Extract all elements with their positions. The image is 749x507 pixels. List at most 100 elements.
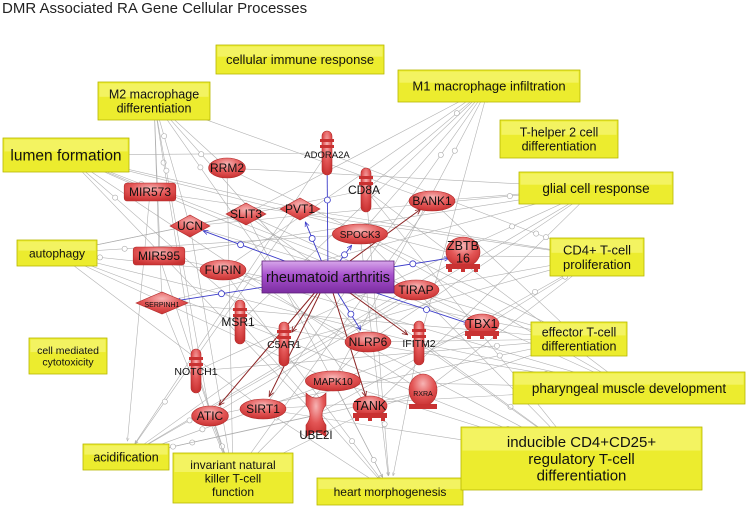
process-label: cytotoxicity: [42, 357, 94, 369]
process-label: T-helper 2 cell: [520, 126, 599, 140]
tf-foot: [493, 335, 497, 339]
edge-ra-sirt1: [269, 276, 329, 396]
edge-furin-m1-macrophage-infiltration: [222, 94, 477, 271]
process-label: invariant natural: [190, 458, 275, 472]
gene-ifitm2[interactable]: IFITM2: [402, 320, 436, 366]
gene-label: MSR1: [221, 315, 255, 329]
process-inducible-cd4-cd25-regulatory-t-cell-differentiation[interactable]: inducible CD4+CD25+regulatory T-celldiff…: [460, 426, 703, 491]
gene-shape: [408, 373, 438, 407]
edge-furin-inducible-cd4-cd25-regulatory-t-cell-differentiation: [222, 269, 568, 452]
process-glial-cell-response[interactable]: glial cell response: [518, 171, 674, 205]
edge-effect-marker: [409, 260, 417, 268]
gene-bank1[interactable]: BANK1: [408, 190, 456, 212]
gene-nlrp6[interactable]: NLRP6: [344, 331, 392, 353]
gene-slit3[interactable]: SLIT3: [225, 202, 267, 226]
gene-label: NLRP6: [349, 335, 388, 349]
edge-effect-marker: [323, 196, 331, 204]
tf-foot: [461, 268, 465, 272]
edge-effect-marker: [437, 151, 444, 158]
gene-shape: [408, 190, 456, 212]
gene-furin[interactable]: FURIN: [199, 259, 247, 281]
gene-sirt1[interactable]: SIRT1: [239, 398, 287, 420]
gene-shape: [305, 370, 361, 392]
process-box-highlight: [399, 71, 579, 83]
process-layer: cellular immune response M2 macrophagedif…: [2, 44, 746, 506]
gene-msr1[interactable]: MSR1: [221, 299, 255, 345]
receptor-band: [320, 145, 334, 148]
gene-rrm2[interactable]: RRM2: [208, 157, 246, 179]
process-label: acidification: [93, 451, 158, 465]
process-pharyngeal-muscle-development[interactable]: pharyngeal muscle development: [512, 371, 746, 405]
gene-notch1[interactable]: NOTCH1: [174, 348, 218, 394]
process-heart-morphogenesis[interactable]: heart morphogenesis: [316, 477, 464, 506]
disease-node[interactable]: rheumatoid arthritis: [261, 260, 395, 294]
edge-slit3-m1-macrophage-infiltration: [245, 93, 475, 215]
gene-rxra[interactable]: RXRA: [408, 373, 438, 409]
process-label: differentiation: [117, 102, 192, 116]
process-box-highlight: [84, 445, 168, 455]
tf-base: [446, 264, 480, 269]
gene-label: UCN: [177, 219, 203, 233]
process-box-highlight: [520, 173, 672, 185]
edge-tank-glial-cell-response: [369, 199, 585, 411]
receptor-band: [320, 139, 334, 142]
edge-rrm2-effector-t-cell-differentiation: [226, 167, 565, 332]
gene-pvt1[interactable]: PVT1: [279, 197, 321, 221]
process-box-highlight: [551, 239, 643, 253]
process-lumen-formation[interactable]: lumen formation: [2, 137, 130, 173]
edge-ifitm2-m1-macrophage-infiltration: [418, 101, 486, 344]
process-box-highlight: [501, 121, 617, 135]
gene-tank[interactable]: TANK: [352, 395, 388, 421]
receptor-band: [412, 335, 426, 338]
process-autophagy[interactable]: autophagy: [16, 239, 98, 267]
gene-serpinh1[interactable]: SERPINH1: [135, 291, 189, 315]
edge-sirt1-m1-macrophage-infiltration: [262, 98, 481, 410]
process-label: cellular immune response: [226, 52, 374, 67]
edge-ucn-m2-macrophage-differentiation: [158, 116, 191, 227]
gene-label: NOTCH1: [174, 366, 217, 378]
gene-label: SLIT3: [230, 207, 262, 221]
gene-mapk10[interactable]: MAPK10: [305, 370, 361, 392]
receptor-band: [359, 182, 373, 185]
process-m1-macrophage-infiltration[interactable]: M1 macrophage infiltration: [397, 69, 581, 103]
edge-spock3-m1-macrophage-infiltration: [359, 97, 479, 235]
edge-ifitm2-autophagy: [73, 257, 420, 344]
process-label: M1 macrophage infiltration: [412, 79, 565, 94]
gene-adora2a[interactable]: ADORA2A: [304, 130, 350, 176]
gene-atic[interactable]: ATIC: [191, 405, 229, 427]
gene-ube2i[interactable]: UBE2I: [299, 392, 333, 442]
gene-cd8a[interactable]: CD8A: [348, 167, 380, 213]
tf-foot: [355, 417, 359, 421]
gene-shape: [208, 157, 246, 179]
process-acidification[interactable]: acidification: [82, 443, 170, 471]
receptor-band: [277, 336, 291, 339]
gene-mir573[interactable]: MIR573: [123, 182, 177, 202]
gene-ucn[interactable]: UCN: [169, 214, 211, 238]
gene-c5ar1[interactable]: C5AR1: [267, 321, 301, 367]
edge-bank1-effector-t-cell-differentiation: [431, 200, 567, 328]
gene-label: MIR595: [138, 249, 180, 263]
edge-effect-marker: [347, 310, 355, 318]
process-cellular-immune-response[interactable]: cellular immune response: [215, 44, 385, 75]
edge-ra-adora2a: [327, 167, 328, 278]
edge-ra-tank: [327, 276, 366, 397]
edge-atic-glial-cell-response: [209, 196, 582, 417]
gene-tirap[interactable]: TIRAP: [392, 279, 440, 301]
gene-tbx1[interactable]: TBX1: [464, 313, 500, 339]
gene-mir595[interactable]: MIR595: [132, 246, 186, 266]
gene-shape: [239, 398, 287, 420]
process-label: differentiation: [537, 468, 627, 485]
gene-label: PVT1: [285, 202, 315, 216]
receptor-band: [233, 308, 247, 311]
edge-serpinh1-glial-cell-response: [161, 192, 581, 304]
gene-spock3[interactable]: SPOCK3: [332, 223, 388, 245]
edge-pvt1-cd4-t-cell-proliferation: [299, 208, 581, 254]
edge-rxra-cd4-t-cell-proliferation: [422, 267, 584, 393]
